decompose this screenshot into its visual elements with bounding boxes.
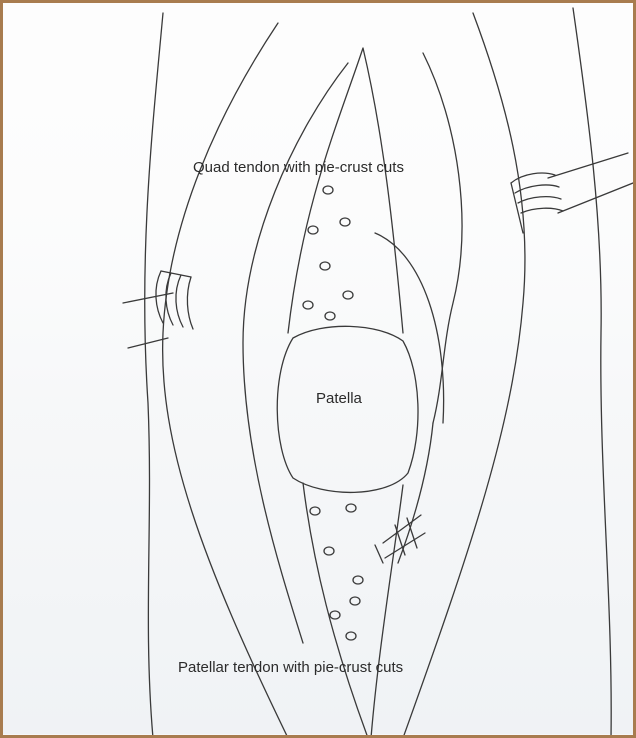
incision-right-edge bbox=[403, 13, 525, 738]
quad-cut bbox=[320, 262, 330, 270]
inner-left-line bbox=[243, 63, 348, 643]
right-leg-contour bbox=[573, 8, 611, 738]
left-leg-contour bbox=[145, 13, 163, 738]
patellar-cut bbox=[350, 597, 360, 605]
quad-cut bbox=[343, 291, 353, 299]
left-retractor bbox=[123, 271, 193, 348]
knee-sketch bbox=[3, 3, 636, 738]
patella-side-arc bbox=[375, 233, 444, 423]
quad-cut bbox=[325, 312, 335, 320]
patellar-cut bbox=[346, 632, 356, 640]
quad-tendon-strip bbox=[288, 48, 403, 333]
patellar-cut bbox=[353, 576, 363, 584]
quad-tendon-label: Quad tendon with pie-crust cuts bbox=[193, 160, 404, 175]
patellar-cut bbox=[346, 504, 356, 512]
patellar-tendon-label: Patellar tendon with pie-crust cuts bbox=[178, 660, 403, 675]
patellar-cut bbox=[310, 507, 320, 515]
quad-cut bbox=[308, 226, 318, 234]
patella-outline bbox=[277, 326, 418, 492]
quad-cut bbox=[340, 218, 350, 226]
patellar-cut bbox=[330, 611, 340, 619]
patellar-cut bbox=[324, 547, 334, 555]
incision-left-edge bbox=[163, 23, 288, 738]
patellar-tendon-strip bbox=[303, 483, 403, 738]
right-retractor bbox=[511, 153, 633, 233]
patella-label: Patella bbox=[316, 391, 362, 406]
quad-cut bbox=[323, 186, 333, 194]
quad-cut bbox=[303, 301, 313, 309]
